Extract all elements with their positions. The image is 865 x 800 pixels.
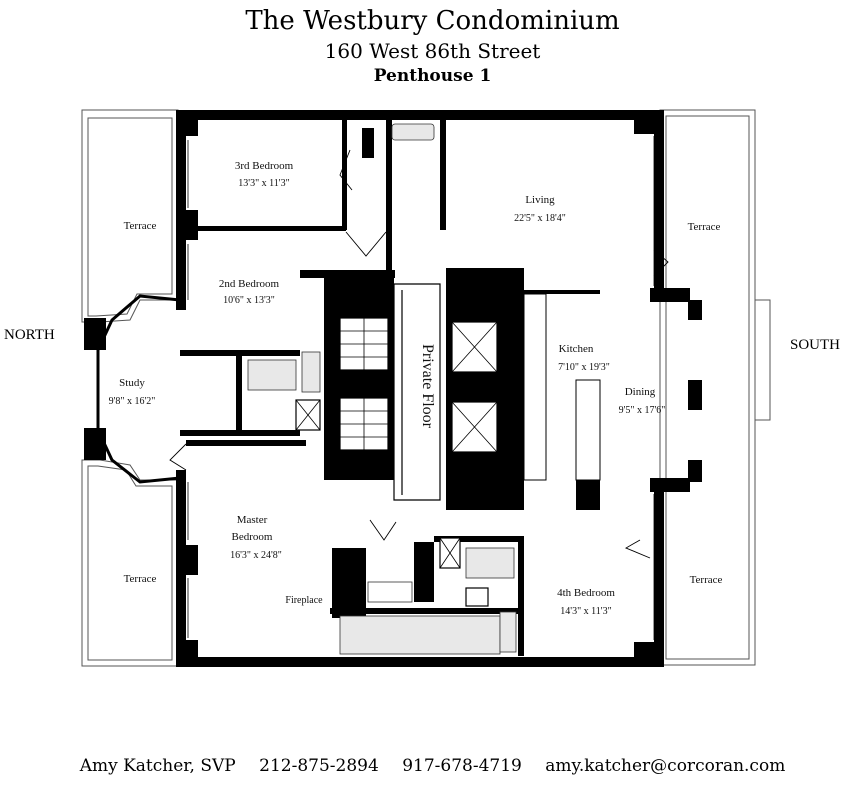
room-dining-dims: 9'5" x 17'6" — [619, 405, 666, 416]
room-3rd-bedroom-name: 3rd Bedroom — [235, 160, 294, 172]
kitchen-counters — [523, 293, 601, 481]
terrace-ne-label: Terrace — [688, 221, 721, 233]
building-title: The Westbury Condominium — [245, 6, 620, 36]
room-master-name-line1: Master — [237, 514, 268, 526]
agent-name: Amy Katcher, SVP — [79, 756, 236, 776]
fireplace-label: Fireplace — [285, 595, 323, 606]
private-floor-label: Private Floor — [419, 344, 436, 429]
room-living-dims: 22'5" x 18'4" — [514, 213, 566, 224]
room-4th-bedroom-name: 4th Bedroom — [557, 587, 615, 599]
room-master-dims: 16'3" x 24'8" — [230, 550, 282, 561]
door-swings — [169, 149, 669, 559]
room-dining-name: Dining — [625, 386, 656, 398]
terrace-se-label: Terrace — [690, 574, 723, 586]
room-kitchen-name: Kitchen — [559, 343, 594, 355]
bath-fixtures — [247, 123, 517, 655]
header: The Westbury Condominium 160 West 86th S… — [0, 4, 865, 88]
unit-name: Penthouse 1 — [373, 66, 492, 86]
windows — [182, 111, 660, 666]
room-study-name: Study — [119, 377, 145, 389]
room-2nd-bedroom-dims: 10'6" x 13'3" — [223, 295, 275, 306]
room-2nd-bedroom-name: 2nd Bedroom — [219, 278, 280, 290]
agent-phone-1[interactable]: 212-875-2894 — [259, 756, 379, 776]
agent-phone-2[interactable]: 917-678-4719 — [402, 756, 522, 776]
room-study-dims: 9'8" x 16'2" — [109, 396, 156, 407]
south-label: SOUTH — [790, 337, 840, 353]
agent-email-link[interactable]: amy.katcher@corcoran.com — [545, 756, 786, 776]
room-master-name-line2: Bedroom — [232, 531, 273, 543]
room-3rd-bedroom-dims: 13'3" x 11'3" — [238, 178, 289, 189]
private-floor-corridor — [393, 283, 441, 501]
terrace-sw-label: Terrace — [124, 573, 157, 585]
north-label: NORTH — [4, 327, 55, 343]
terrace-nw-label: Terrace — [124, 220, 157, 232]
room-kitchen-dims: 7'10" x 19'3" — [558, 362, 610, 373]
room-living-name: Living — [525, 194, 555, 206]
footer-contact: Amy Katcher, SVP 212-875-2894 917-678-47… — [0, 756, 865, 776]
building-address: 160 West 86th Street — [324, 39, 541, 63]
room-4th-bedroom-dims: 14'3" x 11'3" — [560, 606, 611, 617]
study-bay — [96, 294, 181, 484]
